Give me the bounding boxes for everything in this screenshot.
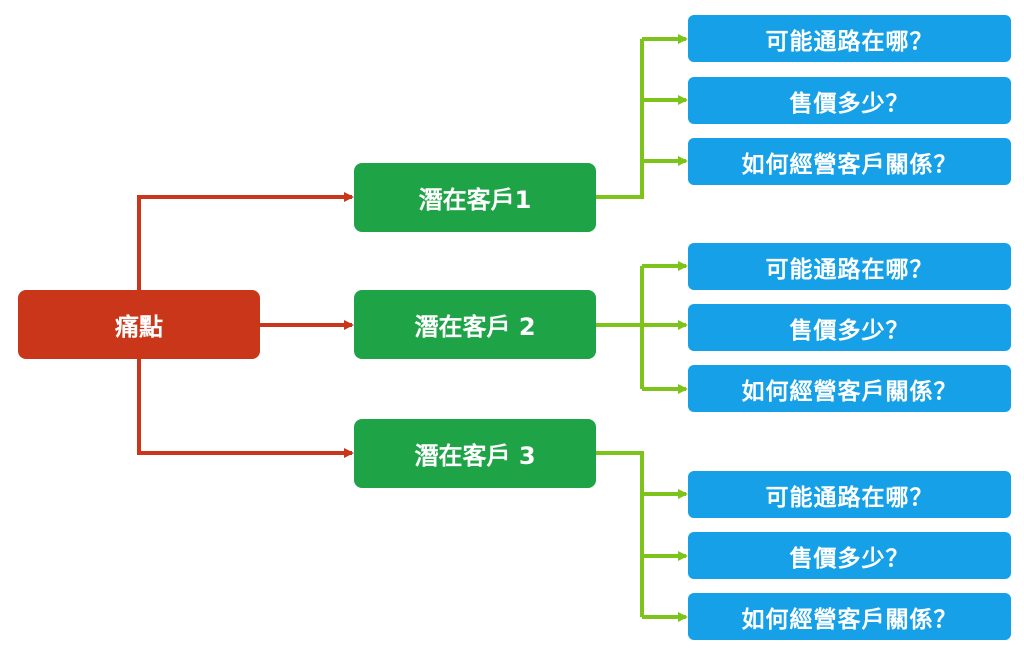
customer-label: 潛在客戶1 bbox=[418, 186, 532, 214]
customer-3-trunk bbox=[596, 451, 644, 617]
question-price-node: 售價多少？ bbox=[688, 304, 1011, 351]
customer-label: 潛在客戶 2 bbox=[414, 313, 536, 341]
question-label: 如何經營客戶關係？ bbox=[741, 606, 958, 633]
customer-node-2: 潛在客戶 2 bbox=[354, 290, 596, 359]
root-to-customer-1-arrow bbox=[137, 192, 354, 290]
customer-1-connectors bbox=[596, 34, 688, 199]
question-price-node: 售價多少？ bbox=[688, 77, 1011, 124]
question-channel-node: 可能通路在哪？ bbox=[688, 471, 1011, 518]
root-connectors bbox=[137, 192, 354, 458]
question-label: 售價多少？ bbox=[789, 317, 910, 344]
pain-point-label: 痛點 bbox=[115, 313, 163, 341]
customer-3-connectors bbox=[596, 451, 688, 622]
question-channel-node: 可能通路在哪？ bbox=[688, 15, 1011, 62]
question-label: 可能通路在哪？ bbox=[765, 484, 934, 511]
question-channel-node: 可能通路在哪？ bbox=[688, 243, 1011, 290]
customer-node-1: 潛在客戶1 bbox=[354, 163, 596, 232]
question-price-node: 售價多少？ bbox=[688, 532, 1011, 579]
customer-1-trunk bbox=[596, 39, 644, 199]
pain-point-node: 痛點 bbox=[18, 290, 260, 359]
question-label: 可能通路在哪？ bbox=[765, 256, 934, 283]
question-relationship-node: 如何經營客戶關係？ bbox=[688, 138, 1011, 185]
customer-node-3: 潛在客戶 3 bbox=[354, 419, 596, 488]
question-label: 可能通路在哪？ bbox=[765, 28, 934, 55]
customer-label: 潛在客戶 3 bbox=[414, 442, 536, 470]
question-label: 售價多少？ bbox=[789, 545, 910, 572]
customer-2-connectors bbox=[596, 261, 688, 394]
question-relationship-node: 如何經營客戶關係？ bbox=[688, 365, 1011, 412]
question-relationship-node: 如何經營客戶關係？ bbox=[688, 593, 1011, 640]
root-to-customer-3-arrow bbox=[137, 359, 354, 458]
question-label: 售價多少？ bbox=[789, 90, 910, 117]
question-label: 如何經營客戶關係？ bbox=[741, 151, 958, 178]
question-label: 如何經營客戶關係？ bbox=[741, 378, 958, 405]
